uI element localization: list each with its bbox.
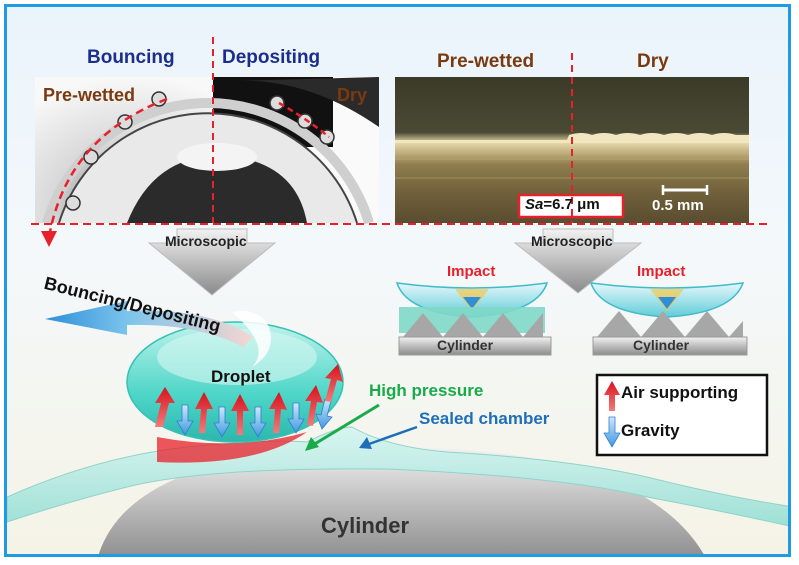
droplet-label: Droplet	[211, 367, 271, 386]
microscopic-arrow-left	[147, 228, 277, 296]
microscopic-label-left: Microscopic	[165, 233, 247, 249]
inset-dry	[589, 282, 748, 356]
bouncing-label: Bouncing	[87, 47, 175, 68]
depositing-trajectory	[278, 101, 330, 138]
high-pressure-label: High pressure	[369, 381, 484, 400]
cylinder-label-left: Cylinder	[437, 337, 494, 353]
gravity-arrow-4	[287, 402, 305, 434]
air-arrow-5	[305, 385, 323, 426]
droplet-2	[83, 149, 99, 165]
impact-label-left: Impact	[447, 263, 496, 280]
air-arrow-4	[269, 392, 287, 433]
droplet-5	[269, 95, 285, 111]
gravity-arrow-5	[315, 398, 333, 430]
gravity-arrow-2	[213, 406, 231, 438]
air-arrow-3	[231, 394, 249, 435]
legend-air-label: Air supporting	[621, 383, 739, 402]
main-cylinder-label: Cylinder	[321, 513, 410, 538]
legend-air-icon	[604, 381, 620, 411]
roughness-value: =6.7 μm	[543, 196, 600, 213]
roughness-label-box	[517, 193, 625, 219]
dry-label-right: Dry	[637, 51, 669, 72]
prewetted-label-left: Pre-wetted	[43, 85, 136, 105]
microscopic-label-right: Microscopic	[531, 233, 613, 249]
depositing-label: Depositing	[222, 47, 321, 68]
cylinder-label-right: Cylinder	[633, 337, 690, 353]
roughness-symbol: Sa	[525, 196, 544, 213]
dry-label-left: Dry	[337, 85, 368, 105]
bouncing-depositing-arrow	[45, 301, 253, 347]
inset-prewetted	[395, 282, 552, 356]
trail-swirl	[232, 311, 271, 367]
legend-gravity-icon	[603, 416, 621, 448]
high-pressure-region	[157, 432, 307, 463]
figure-canvas	[7, 37, 788, 554]
impact-label-right: Impact	[637, 263, 686, 280]
legend-box	[595, 373, 769, 457]
sealed-chamber-pointer	[368, 425, 418, 446]
prewetted-label-right: Pre-wetted	[437, 51, 535, 72]
scale-bar-label: 0.5 mm	[652, 197, 704, 214]
roughness-label: Sa=6.7 μm	[525, 196, 600, 213]
air-arrow-6	[325, 364, 343, 402]
gravity-arrow-1	[176, 404, 194, 436]
droplet-6	[297, 113, 313, 129]
microscopic-arrow-right	[513, 228, 643, 294]
force-arrows	[155, 364, 343, 438]
air-arrow-1	[155, 387, 175, 427]
figure-frame: Bouncing Depositing Pre-wetted Dry Pre-w…	[4, 4, 791, 557]
gravity-arrow-3	[249, 406, 267, 438]
sealed-chamber-label: Sealed chamber	[419, 409, 550, 428]
droplet-1	[65, 195, 81, 211]
trajectory-arrowhead	[41, 231, 57, 247]
legend-gravity-label: Gravity	[621, 421, 680, 440]
high-pressure-pointer	[312, 403, 380, 447]
droplet-photo-panel	[35, 77, 379, 225]
bouncing-trajectory	[47, 97, 168, 238]
air-arrow-2	[195, 392, 213, 433]
